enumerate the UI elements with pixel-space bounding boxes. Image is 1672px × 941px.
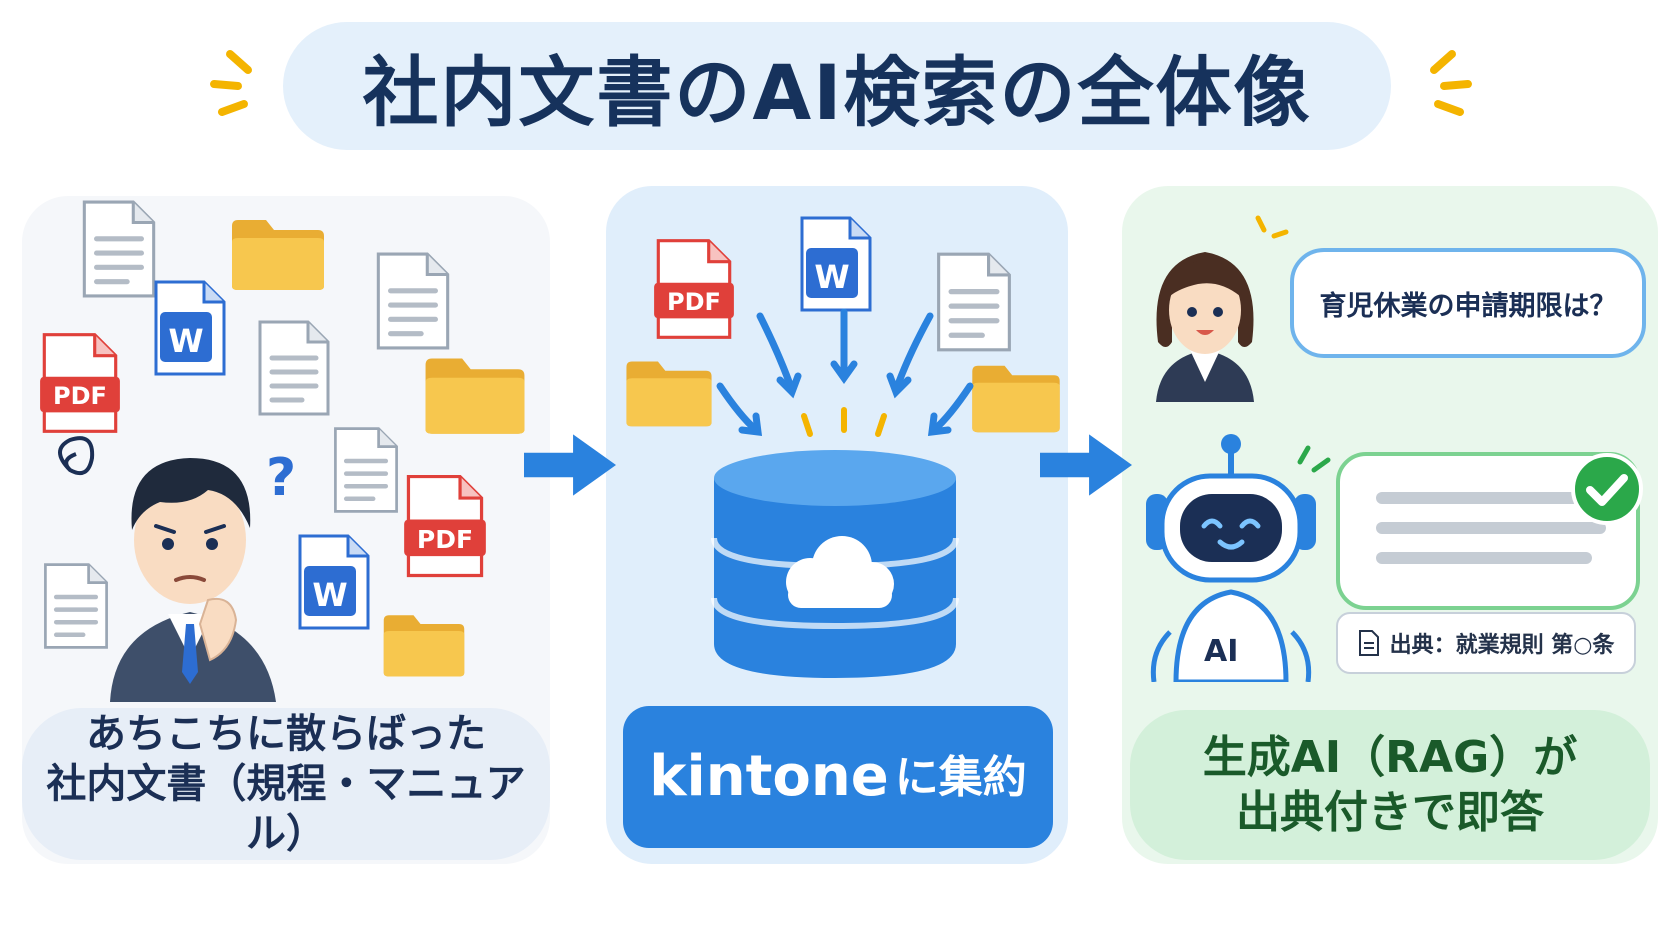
pdf-file-icon: PDF xyxy=(652,236,736,342)
sparkle-left-icon xyxy=(210,50,252,116)
document-icon xyxy=(78,198,160,300)
document-icon xyxy=(330,424,402,516)
confused-person-icon xyxy=(58,436,276,702)
check-circle-icon xyxy=(1571,453,1643,525)
folder-icon xyxy=(380,610,468,680)
title-banner: 社内文書のAI検索の全体像 xyxy=(283,22,1391,150)
cloud-icon xyxy=(786,536,894,608)
document-icon xyxy=(254,318,334,418)
arrow-right-icon xyxy=(524,434,616,496)
caption-ai-answer: 生成AI（RAG）が 出典付きで即答 xyxy=(1130,710,1650,860)
robot-badge: AI xyxy=(1204,634,1239,669)
document-icon xyxy=(1358,630,1379,656)
source-label: 出典：就業規則 第○条 xyxy=(1389,633,1615,658)
folder-icon xyxy=(420,352,530,438)
sparkle-icon xyxy=(1297,445,1331,473)
folder-icon xyxy=(228,214,328,294)
caption-scattered: あちこちに散らばった 社内文書（規程・マニュアル） xyxy=(22,708,550,860)
caption-suffix: に集約 xyxy=(894,751,1027,803)
question-text: 育児休業の申請期限は？ xyxy=(1319,290,1617,322)
caption-brand: kintone xyxy=(649,744,889,809)
pdf-file-icon: PDF xyxy=(402,472,488,580)
word-file-icon: W xyxy=(294,532,374,632)
answer-bubble xyxy=(1336,452,1640,610)
sparkle-icon xyxy=(1255,215,1289,239)
converging-arrows-icon xyxy=(716,308,974,437)
page-title: 社内文書のAI検索の全体像 xyxy=(362,48,1312,137)
answer-line xyxy=(1376,492,1586,504)
word-file-icon: W xyxy=(150,278,230,378)
woman-avatar-icon xyxy=(1156,252,1254,402)
answer-line xyxy=(1376,552,1592,564)
database-icon xyxy=(711,450,959,678)
ai-robot-icon xyxy=(1146,434,1316,682)
arrow-right-icon xyxy=(1040,434,1132,496)
answer-line xyxy=(1376,522,1606,534)
source-citation: 出典：就業規則 第○条 xyxy=(1336,612,1636,674)
word-file-icon: W xyxy=(796,214,876,314)
question-bubble: 育児休業の申請期限は？ xyxy=(1290,248,1646,358)
question-mark-icon: ? xyxy=(266,448,297,508)
pdf-file-icon: PDF xyxy=(38,330,122,436)
sparkle-right-icon xyxy=(1430,50,1472,116)
document-icon xyxy=(372,250,454,352)
